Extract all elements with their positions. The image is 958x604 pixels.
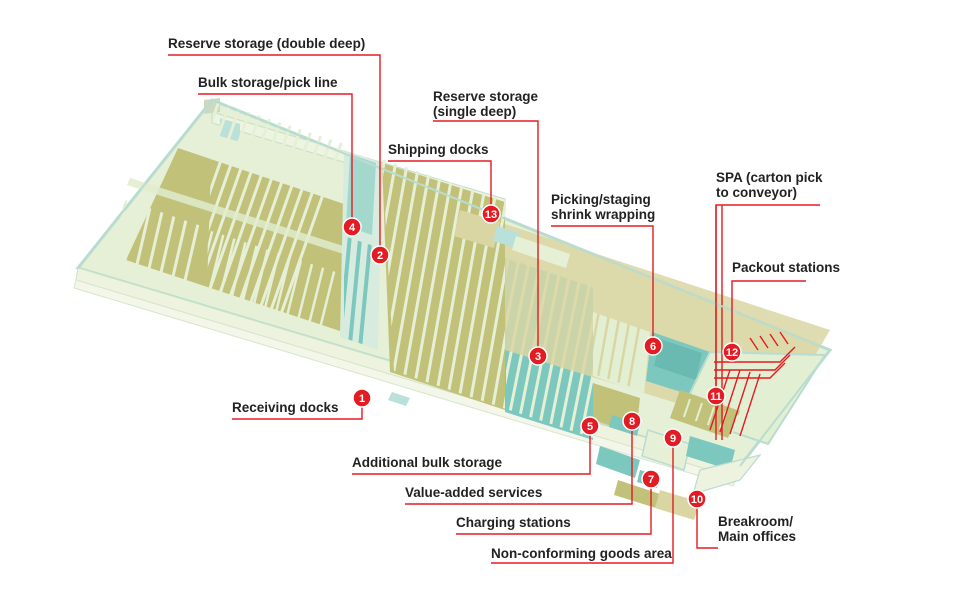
marker-3: 3: [528, 346, 548, 366]
svg-text:13: 13: [485, 209, 497, 221]
marker-12: 12: [722, 342, 742, 362]
label-additional-bulk-storage: Additional bulk storage: [352, 455, 503, 470]
label-picking-staging: Picking/staging: [551, 192, 651, 207]
marker-6: 6: [643, 336, 663, 356]
svg-text:2: 2: [377, 250, 383, 262]
label-reserve-storage-single-deep-2: (single deep): [433, 104, 516, 119]
label-reserve-storage-double-deep: Reserve storage (double deep): [168, 36, 365, 51]
svg-text:4: 4: [349, 222, 356, 234]
svg-text:6: 6: [650, 341, 656, 353]
label-spa-carton-pick-2: to conveyor): [716, 185, 797, 200]
label-shipping-docks: Shipping docks: [388, 142, 489, 157]
label-spa-carton-pick: SPA (carton pick: [716, 170, 823, 185]
label-packout-stations: Packout stations: [732, 260, 840, 275]
marker-8: 8: [622, 411, 642, 431]
svg-text:7: 7: [648, 474, 654, 486]
svg-text:12: 12: [726, 347, 738, 359]
svg-text:10: 10: [691, 494, 703, 506]
label-breakroom-main-offices: Breakroom/: [718, 514, 793, 529]
marker-9: 9: [663, 428, 683, 448]
label-non-conforming-goods: Non-conforming goods area: [491, 546, 672, 561]
marker-4: 4: [342, 217, 362, 237]
svg-text:9: 9: [670, 433, 676, 445]
building-walls: [77, 99, 831, 467]
marker-2: 2: [370, 245, 390, 265]
marker-5: 5: [580, 416, 600, 436]
svg-text:11: 11: [710, 391, 722, 403]
pick-line-band: [340, 150, 382, 350]
label-value-added-services: Value-added services: [405, 485, 542, 500]
svg-text:5: 5: [587, 421, 593, 433]
label-receiving-docks: Receiving docks: [232, 400, 339, 415]
marker-1: 1: [352, 388, 372, 408]
marker-13: 13: [481, 204, 501, 224]
marker-10: 10: [687, 489, 707, 509]
marker-11: 11: [706, 386, 726, 406]
callout-labels: Reserve storage (double deep) Bulk stora…: [168, 36, 840, 561]
label-reserve-storage-single-deep: Reserve storage: [433, 89, 539, 104]
label-bulk-storage-pick-line: Bulk storage/pick line: [198, 75, 338, 90]
label-charging-stations: Charging stations: [456, 515, 571, 530]
marker-7: 7: [641, 469, 661, 489]
svg-text:3: 3: [535, 351, 541, 363]
number-markers: 1 2 3 4 5 6 7 8 9 10 11 12 13: [342, 204, 742, 509]
svg-text:8: 8: [629, 416, 635, 428]
label-breakroom-main-offices-2: Main offices: [718, 529, 796, 544]
receiving-docks-strip: [388, 392, 410, 406]
svg-text:1: 1: [359, 393, 365, 405]
label-picking-staging-2: shrink wrapping: [551, 207, 655, 222]
